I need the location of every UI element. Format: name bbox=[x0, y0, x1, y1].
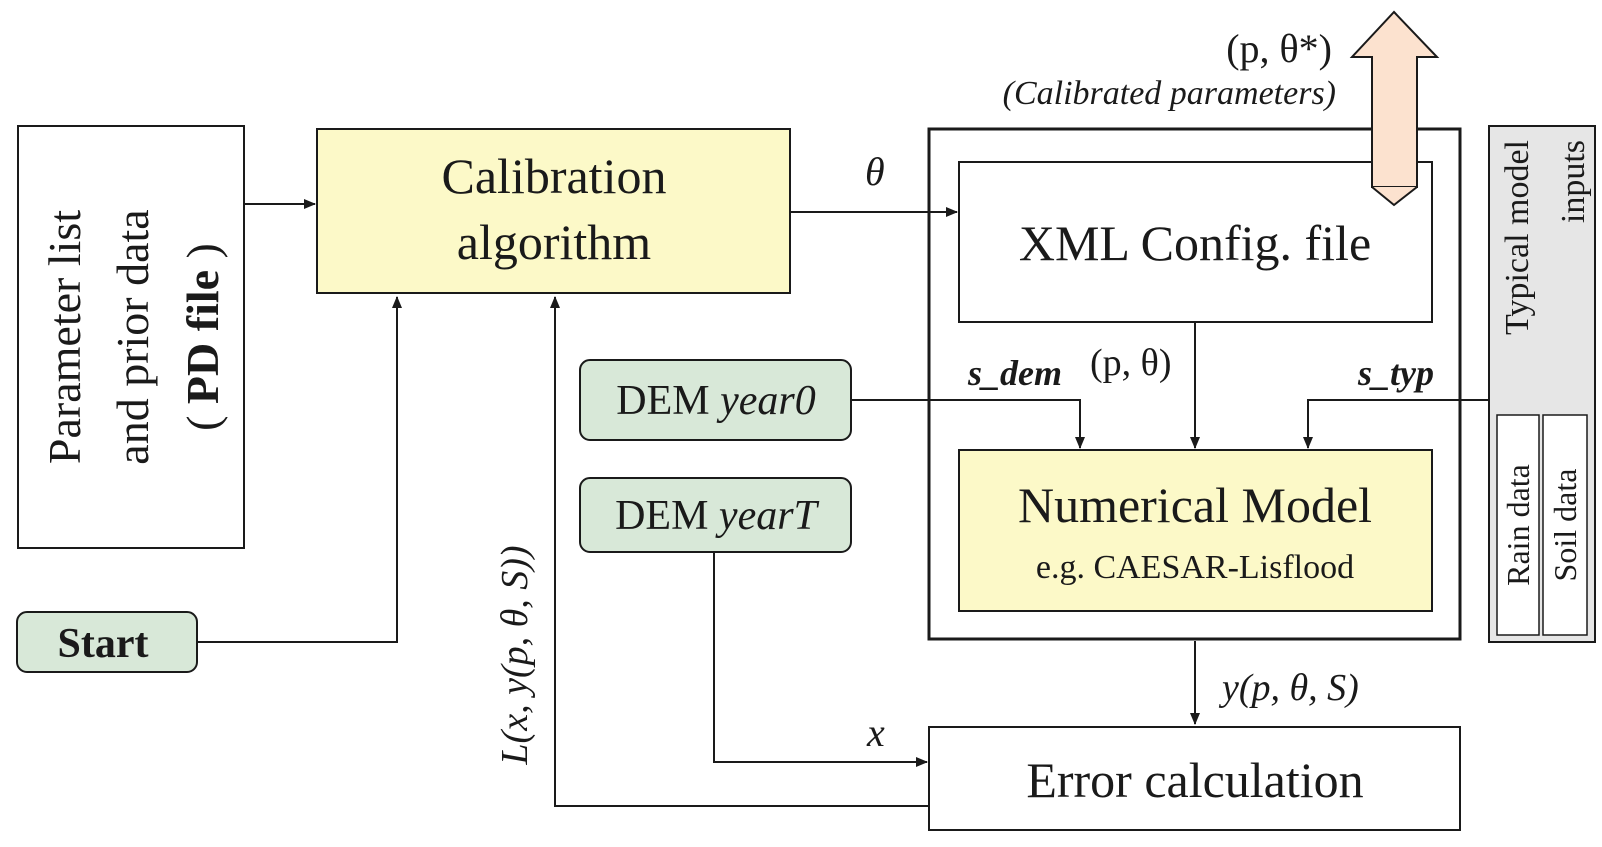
calibration-algorithm-box: Calibration algorithm bbox=[316, 128, 791, 294]
rain-data-box bbox=[1496, 414, 1540, 636]
likelihood-label: L(x, y(p, θ, S)) bbox=[494, 545, 536, 765]
demt-to-error-arrow bbox=[713, 552, 928, 767]
inputs-to-model-arrow bbox=[1303, 399, 1489, 449]
start-label: Start bbox=[58, 621, 149, 667]
error-to-calibration-arrow bbox=[550, 296, 929, 807]
dem-yeart-box: DEM yearT bbox=[579, 477, 852, 553]
start-to-calibration-arrow bbox=[197, 296, 402, 643]
xml-config-box: XML Config. file bbox=[958, 161, 1433, 323]
calibration-label-line1: Calibration bbox=[442, 148, 667, 204]
theta-label: θ bbox=[865, 149, 885, 194]
error-calculation-box: Error calculation bbox=[928, 726, 1461, 831]
numerical-model-box: Numerical Model e.g. CAESAR-Lisflood bbox=[958, 449, 1433, 612]
p-theta-star-label: (p, θ*) bbox=[1226, 26, 1332, 71]
prior-data-label: and prior data bbox=[107, 209, 158, 464]
inputs-label: inputs bbox=[1555, 140, 1592, 223]
dem0-to-model-arrow bbox=[851, 399, 1085, 449]
y-output-label: y(p, θ, S) bbox=[1218, 667, 1359, 709]
numerical-model-label: Numerical Model bbox=[1018, 477, 1372, 533]
rain-data-label: Rain data bbox=[1500, 464, 1536, 586]
soil-data-label: Soil data bbox=[1547, 469, 1583, 582]
numerical-model-example: e.g. CAESAR-Lisflood bbox=[1036, 549, 1354, 586]
pd-file-label: ( PD file ) bbox=[177, 243, 228, 431]
typical-model-label: Typical model bbox=[1499, 140, 1536, 335]
dem-year0-box: DEM year0 bbox=[579, 359, 852, 441]
typical-inputs-panel: Typical model inputs Rain data Soil data bbox=[1488, 125, 1596, 643]
p-theta-label: (p, θ) bbox=[1090, 342, 1172, 384]
calibration-label-line2: algorithm bbox=[457, 214, 652, 270]
dem-year0-label: DEM year0 bbox=[616, 378, 815, 424]
calibrated-parameters-label: (Calibrated parameters) bbox=[1003, 75, 1336, 112]
error-calculation-label: Error calculation bbox=[1026, 752, 1363, 808]
s-dem-label: s_dem bbox=[967, 353, 1062, 393]
x-label: x bbox=[866, 710, 885, 755]
parameter-list-label: Parameter list bbox=[39, 210, 90, 464]
s-typ-label: s_typ bbox=[1357, 353, 1434, 393]
model-container-box bbox=[927, 127, 1462, 641]
start-box: Start bbox=[16, 611, 198, 673]
arrow-tail bbox=[1371, 186, 1418, 207]
soil-data-box bbox=[1542, 414, 1588, 636]
parameter-list-box: Parameter list and prior data ( PD file … bbox=[17, 125, 245, 549]
calibrated-parameters-output-arrow bbox=[1349, 10, 1440, 188]
xml-config-label: XML Config. file bbox=[1019, 215, 1371, 271]
dem-yeart-label: DEM yearT bbox=[615, 493, 819, 539]
